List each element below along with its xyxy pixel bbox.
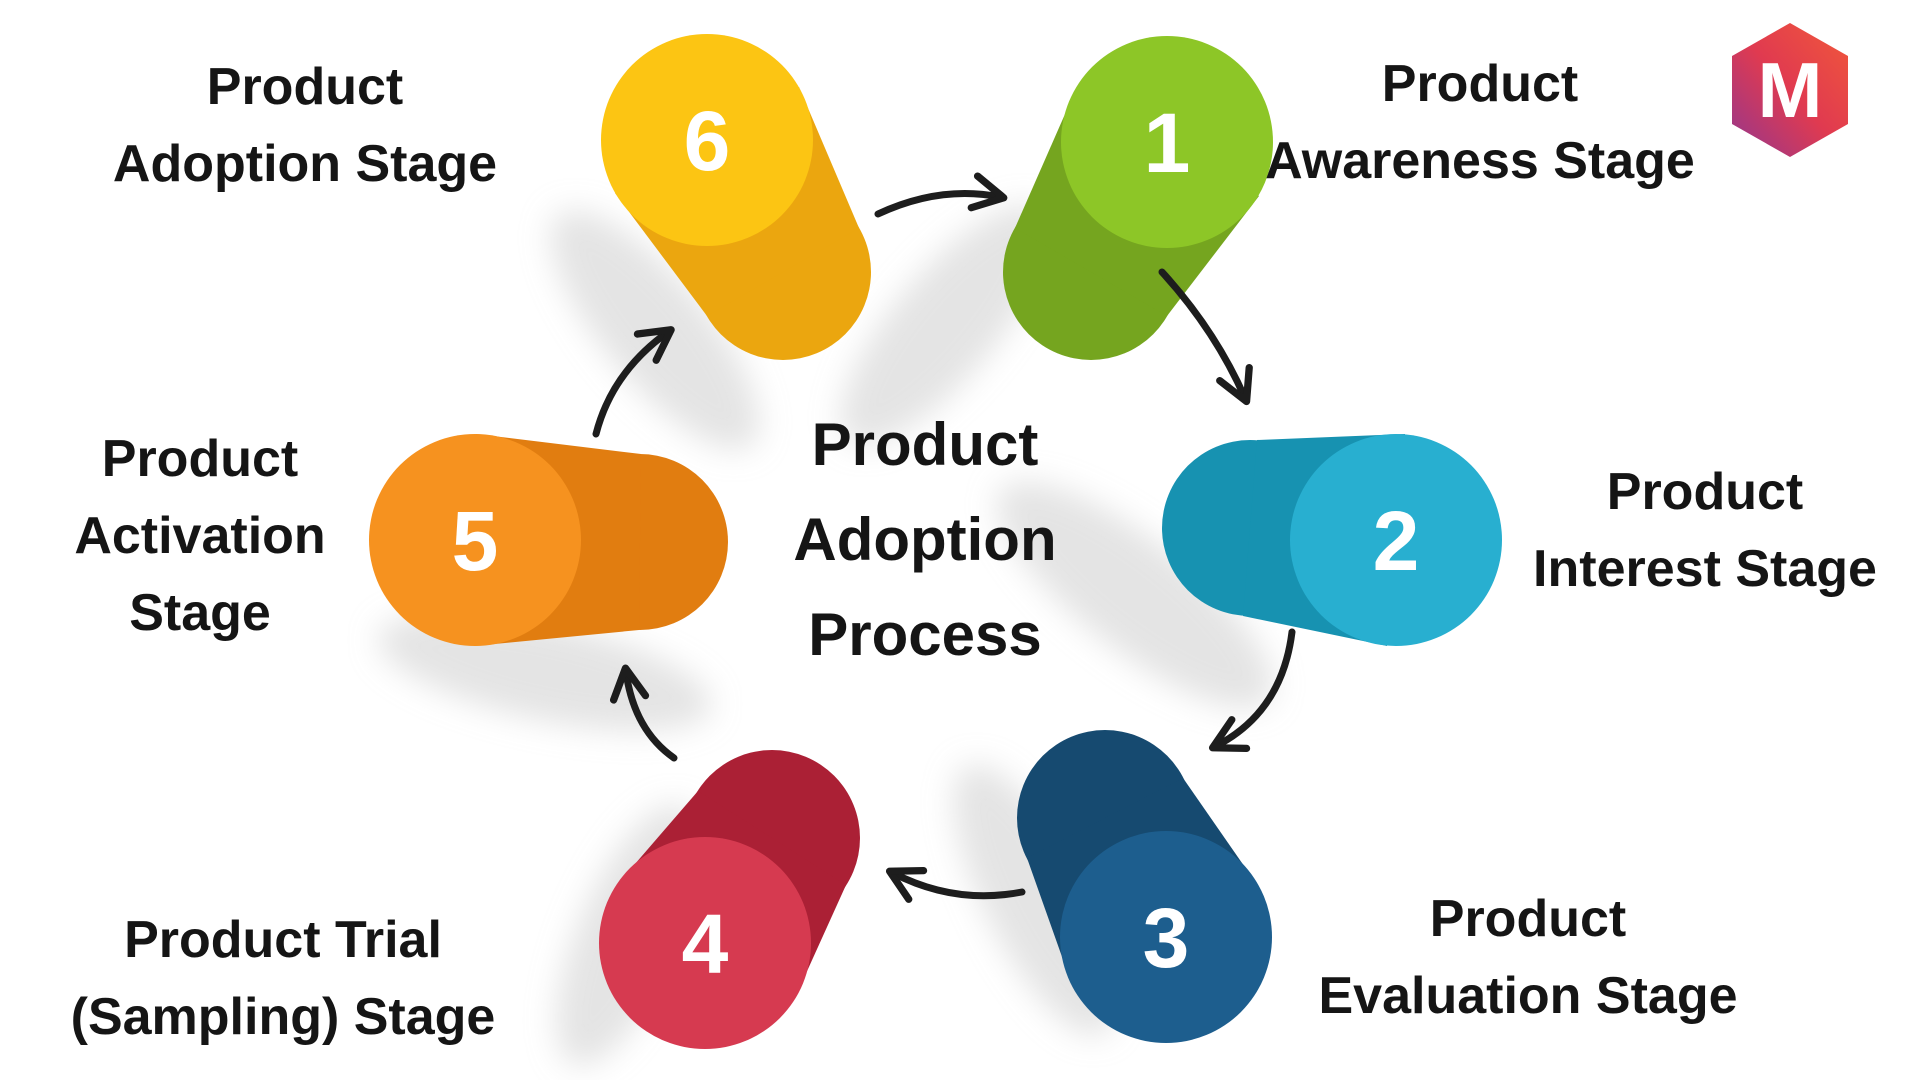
cylinder-5-face bbox=[369, 434, 581, 646]
stage-label-5-line-2: Activation bbox=[74, 507, 326, 565]
stage-cylinder-6: 6 bbox=[601, 34, 871, 360]
stage-number-5: 5 bbox=[452, 494, 499, 588]
cylinder-2-face bbox=[1290, 434, 1502, 646]
stage-number-4: 4 bbox=[682, 897, 729, 991]
stage-label-5: Product Activation Stage bbox=[0, 421, 400, 652]
arrow-4-to-5 bbox=[609, 664, 678, 762]
diagram-title: Product Adoption Process bbox=[655, 397, 1195, 682]
logo-hexagon bbox=[1732, 23, 1848, 157]
stage-label-5-line-1: Product bbox=[101, 430, 299, 488]
arrow-5-to-6 bbox=[592, 326, 675, 438]
stage-label-6-line-2: Adoption Stage bbox=[112, 135, 498, 193]
stage-label-4-line-1: Product Trial bbox=[124, 911, 442, 969]
title-line-2: Adoption bbox=[793, 506, 1057, 573]
stage-label-6-line-1: Product bbox=[206, 58, 404, 116]
stage-cylinder-4: 4 bbox=[599, 750, 860, 1049]
arrow-1-to-2 bbox=[1158, 268, 1253, 406]
flow-arrows bbox=[592, 172, 1296, 903]
stage-label-2-line-2: Interest Stage bbox=[1533, 540, 1877, 598]
stage-cylinder-3: 3 bbox=[1017, 730, 1272, 1043]
brand-logo: M bbox=[1732, 23, 1848, 157]
arrow-6-to-1 bbox=[874, 172, 1008, 218]
stage-label-5-line-3: Stage bbox=[129, 584, 271, 642]
cylinder-1-face bbox=[1061, 36, 1273, 248]
stage-label-3-line-2: Evaluation Stage bbox=[1318, 967, 1738, 1025]
stage-label-3: Product Evaluation Stage bbox=[1288, 881, 1768, 1035]
cylinder-6-face bbox=[601, 34, 813, 246]
stage-label-4: Product Trial (Sampling) Stage bbox=[33, 902, 533, 1056]
stage-number-3: 3 bbox=[1143, 891, 1190, 985]
stage-number-1: 1 bbox=[1144, 96, 1191, 190]
stage-label-1-line-1: Product bbox=[1381, 55, 1579, 113]
title-line-3: Process bbox=[808, 601, 1042, 668]
arrow-3-to-4 bbox=[885, 866, 1026, 903]
cylinder-3-face bbox=[1060, 831, 1272, 1043]
stage-label-1: Product Awareness Stage bbox=[1200, 46, 1760, 200]
title-line-1: Product bbox=[811, 411, 1039, 478]
stage-label-3-line-1: Product bbox=[1429, 890, 1627, 948]
stage-label-2: Product Interest Stage bbox=[1490, 454, 1920, 608]
stage-label-6: Product Adoption Stage bbox=[30, 49, 580, 203]
stage-cylinder-2: 2 bbox=[1162, 434, 1502, 646]
stage-label-1-line-2: Awareness Stage bbox=[1265, 132, 1695, 190]
stage-cylinder-5: 5 bbox=[369, 434, 728, 646]
shadow-stage-2 bbox=[996, 481, 1274, 709]
logo-letter: M bbox=[1758, 46, 1823, 134]
stage-label-2-line-1: Product bbox=[1606, 463, 1804, 521]
cylinder-4-face bbox=[599, 837, 811, 1049]
stage-cylinder-1: 1 bbox=[1003, 36, 1273, 360]
stage-number-2: 2 bbox=[1373, 494, 1420, 588]
arrow-2-to-3 bbox=[1208, 628, 1296, 753]
stage-number-6: 6 bbox=[684, 94, 731, 188]
stage-label-4-line-2: (Sampling) Stage bbox=[70, 988, 496, 1046]
shadow-stage-1 bbox=[840, 205, 1050, 445]
